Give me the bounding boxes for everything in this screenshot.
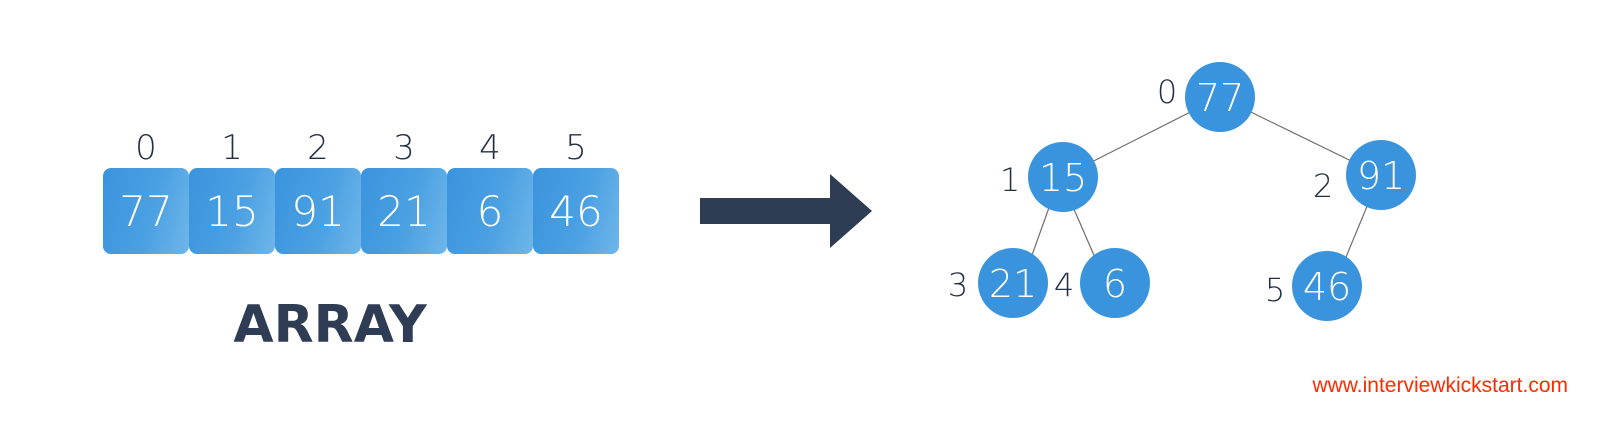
- array-index-3: 3: [393, 128, 415, 168]
- tree-node-value: 77: [1196, 76, 1244, 120]
- array-cell-value: 46: [549, 186, 603, 236]
- tree-node-value: 21: [989, 262, 1037, 306]
- tree-node-value: 6: [1103, 262, 1127, 306]
- website-url[interactable]: www.interviewkickstart.com: [1312, 374, 1568, 397]
- tree-node-circle: [1028, 142, 1098, 212]
- array-cell-1: 15: [189, 168, 275, 254]
- array-cell-5: 46: [533, 168, 619, 254]
- tree-node-index: 1: [1000, 161, 1020, 199]
- tree-node-index: 4: [1054, 266, 1074, 304]
- array-section: 0 1 2 3 4 5 77 15 91 21 6 46 ARRAY: [0, 0, 660, 424]
- tree-node-value: 15: [1039, 156, 1087, 200]
- tree-node-3: 21 3: [948, 248, 1048, 318]
- tree-node-0: 77 0: [1157, 62, 1255, 132]
- array-index-2: 2: [307, 128, 329, 168]
- tree-node-4: 6 4: [1054, 248, 1150, 318]
- tree-node-5: 46 5: [1265, 251, 1362, 321]
- array-caption: ARRAY: [233, 295, 427, 355]
- array-index-5: 5: [565, 128, 587, 168]
- tree-node-circle: [1080, 248, 1150, 318]
- array-index-0: 0: [135, 128, 157, 168]
- array-cell-value: 15: [205, 186, 259, 236]
- array-cell-value: 77: [119, 186, 173, 236]
- tree-node-circle: [978, 248, 1048, 318]
- tree-node-circle: [1185, 62, 1255, 132]
- tree-node-index: 5: [1265, 271, 1285, 309]
- right-arrow-icon: [700, 174, 872, 248]
- array-cell-value: 91: [291, 186, 345, 236]
- tree-node-index: 2: [1313, 167, 1333, 205]
- array-cell-4: 6: [447, 168, 533, 254]
- tree-node-index: 3: [948, 266, 968, 304]
- tree-node-1: 15 1: [1000, 142, 1098, 212]
- array-cell-0: 77: [103, 168, 189, 254]
- tree-node-circle: [1292, 251, 1362, 321]
- tree-node-circle: [1346, 140, 1416, 210]
- array-index-1: 1: [221, 128, 243, 168]
- array-cell-value: 21: [377, 186, 431, 236]
- tree-node-value: 91: [1357, 154, 1405, 198]
- array-index-4: 4: [479, 128, 501, 168]
- array-cell-value: 6: [476, 186, 504, 236]
- tree-node-value: 46: [1303, 265, 1351, 309]
- tree-node-2: 91 2: [1313, 140, 1416, 210]
- array-cell-3: 21: [361, 168, 447, 254]
- tree-node-index: 0: [1157, 73, 1177, 111]
- array-cell-2: 91: [275, 168, 361, 254]
